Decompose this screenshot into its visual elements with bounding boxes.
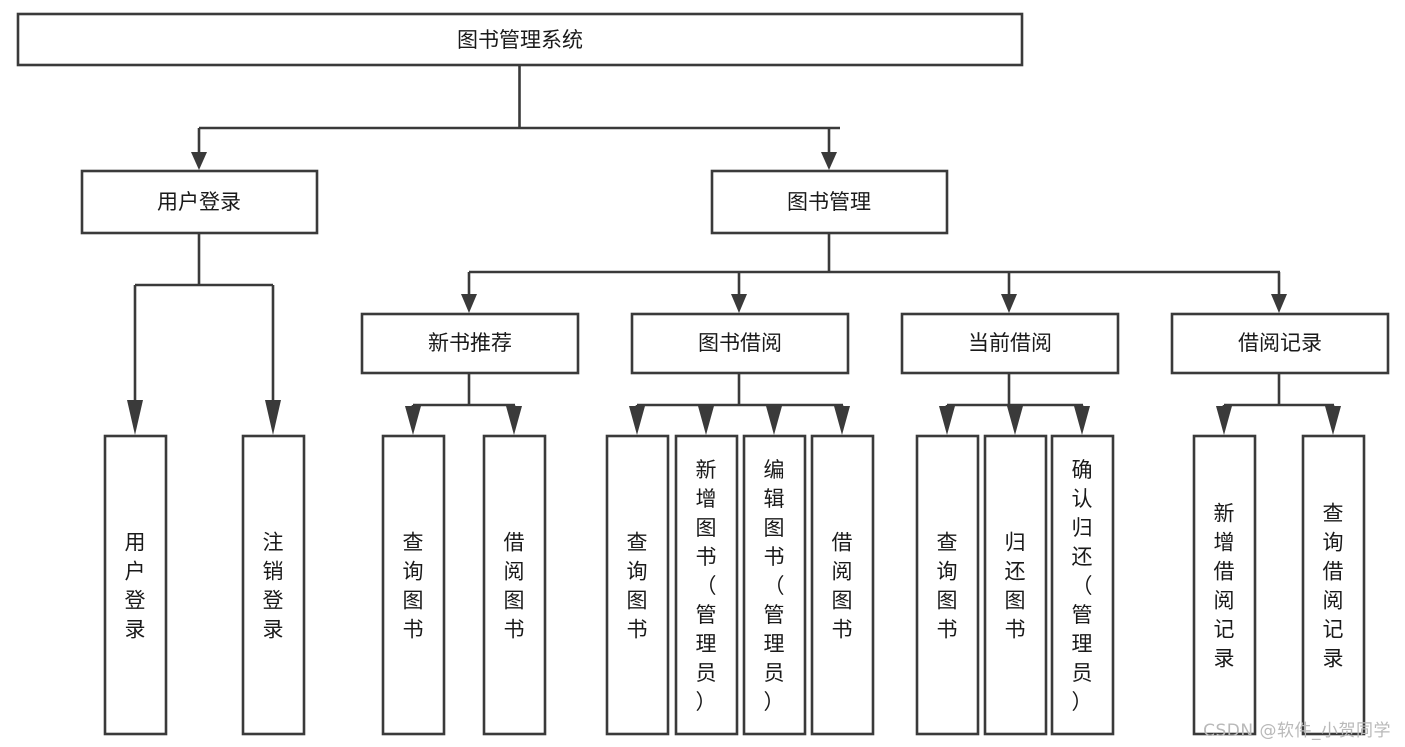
node-leaf-13-label: 查询借阅记录 <box>1323 502 1344 671</box>
node-current-borrow-box[interactable] <box>900 312 1120 375</box>
arrowhead-leaf-4 <box>506 406 522 435</box>
node-leaf-10-box[interactable] <box>983 434 1048 736</box>
node-leaf-7-box[interactable] <box>742 434 807 736</box>
node-leaf-8-label: 借阅图书 <box>832 531 853 642</box>
node-leaf-12[interactable]: 新增借阅记录 <box>1192 434 1257 736</box>
node-leaf-1-box[interactable] <box>103 434 168 736</box>
node-leaf-9-box[interactable] <box>915 434 980 736</box>
node-leaf-13-box[interactable] <box>1301 434 1366 736</box>
node-user-login[interactable]: 用户登录 <box>80 169 319 235</box>
arrowhead-leaf-5 <box>629 406 645 435</box>
node-leaf-7-label: 编辑图书（管理员） <box>764 458 785 714</box>
node-leaf-8-box[interactable] <box>810 434 875 736</box>
arrowhead-leaf-9 <box>939 406 955 435</box>
arrowhead-leaf-1 <box>127 400 143 435</box>
connector-group <box>127 65 1341 435</box>
arrowhead-leaf-2 <box>265 400 281 435</box>
node-borrow-record-label: 借阅记录 <box>1238 331 1322 355</box>
node-root-box[interactable] <box>16 12 1024 67</box>
node-borrow-record-box[interactable] <box>1170 312 1390 375</box>
arrowhead-new-book-rec <box>461 294 477 313</box>
arrowhead-leaf-8 <box>834 406 850 435</box>
node-leaf-13[interactable]: 查询借阅记录 <box>1301 434 1366 736</box>
node-leaf-2-label: 注销登录 <box>263 531 284 642</box>
node-book-manage-box[interactable] <box>710 169 949 235</box>
node-leaf-11-label: 确认归还（管理员） <box>1072 458 1093 714</box>
node-current-borrow-label: 当前借阅 <box>968 331 1052 355</box>
arrowhead-leaf-12 <box>1216 406 1232 435</box>
arrowhead-leaf-10 <box>1007 406 1023 435</box>
node-leaf-4-label: 借阅图书 <box>504 531 525 642</box>
node-borrow-record[interactable]: 借阅记录 <box>1170 312 1390 375</box>
node-leaf-1-label: 用户登录 <box>125 531 146 642</box>
node-leaf-6-box[interactable] <box>674 434 739 736</box>
node-leaf-4-box[interactable] <box>482 434 547 736</box>
arrowhead-user-login <box>191 152 207 170</box>
node-book-manage[interactable]: 图书管理 <box>710 169 949 235</box>
node-leaf-9-label: 查询图书 <box>937 531 958 642</box>
node-leaf-3[interactable]: 查询图书 <box>381 434 446 736</box>
node-leaf-3-box[interactable] <box>381 434 446 736</box>
node-leaf-5-label: 查询图书 <box>627 531 648 642</box>
node-leaf-4[interactable]: 借阅图书 <box>482 434 547 736</box>
node-leaf-10-label: 归还图书 <box>1005 531 1026 642</box>
node-leaf-12-box[interactable] <box>1192 434 1257 736</box>
node-new-book-rec[interactable]: 新书推荐 <box>360 312 580 375</box>
node-current-borrow[interactable]: 当前借阅 <box>900 312 1120 375</box>
arrowhead-leaf-3 <box>405 406 421 435</box>
node-new-book-rec-box[interactable] <box>360 312 580 375</box>
node-leaf-9[interactable]: 查询图书 <box>915 434 980 736</box>
arrowhead-book-manage <box>821 152 837 170</box>
arrowhead-leaf-13 <box>1325 406 1341 435</box>
node-leaf-5-box[interactable] <box>605 434 670 736</box>
node-book-borrow-label: 图书借阅 <box>698 331 782 355</box>
node-leaf-5[interactable]: 查询图书 <box>605 434 670 736</box>
node-leaf-6[interactable]: 新增图书（管理员） <box>674 434 739 736</box>
node-book-manage-label: 图书管理 <box>787 190 871 214</box>
node-leaf-10[interactable]: 归还图书 <box>983 434 1048 736</box>
arrowhead-borrow-record <box>1271 294 1287 313</box>
arrowhead-current-borrow <box>1001 294 1017 313</box>
node-leaf-2-box[interactable] <box>241 434 306 736</box>
node-leaf-12-label: 新增借阅记录 <box>1214 502 1235 671</box>
node-book-borrow[interactable]: 图书借阅 <box>630 312 850 375</box>
node-leaf-11[interactable]: 确认归还（管理员） <box>1050 434 1115 736</box>
node-leaf-7[interactable]: 编辑图书（管理员） <box>742 434 807 736</box>
node-leaf-6-label: 新增图书（管理员） <box>696 458 717 714</box>
node-leaf-1[interactable]: 用户登录 <box>103 434 168 736</box>
arrowhead-book-borrow <box>731 294 747 313</box>
node-book-borrow-box[interactable] <box>630 312 850 375</box>
node-new-book-rec-label: 新书推荐 <box>428 331 512 355</box>
node-user-login-label: 用户登录 <box>157 190 241 214</box>
node-leaf-3-label: 查询图书 <box>403 531 424 642</box>
node-leaf-2[interactable]: 注销登录 <box>241 434 306 736</box>
node-root-label: 图书管理系统 <box>457 28 583 52</box>
node-leaf-11-box[interactable] <box>1050 434 1115 736</box>
node-root[interactable]: 图书管理系统 <box>16 12 1024 67</box>
arrowhead-leaf-11 <box>1074 406 1090 435</box>
arrowhead-leaf-6 <box>698 406 714 435</box>
node-leaf-8[interactable]: 借阅图书 <box>810 434 875 736</box>
watermark-text: CSDN @软件_小贺同学 <box>1203 721 1391 741</box>
node-user-login-box[interactable] <box>80 169 319 235</box>
arrowhead-leaf-7 <box>766 406 782 435</box>
